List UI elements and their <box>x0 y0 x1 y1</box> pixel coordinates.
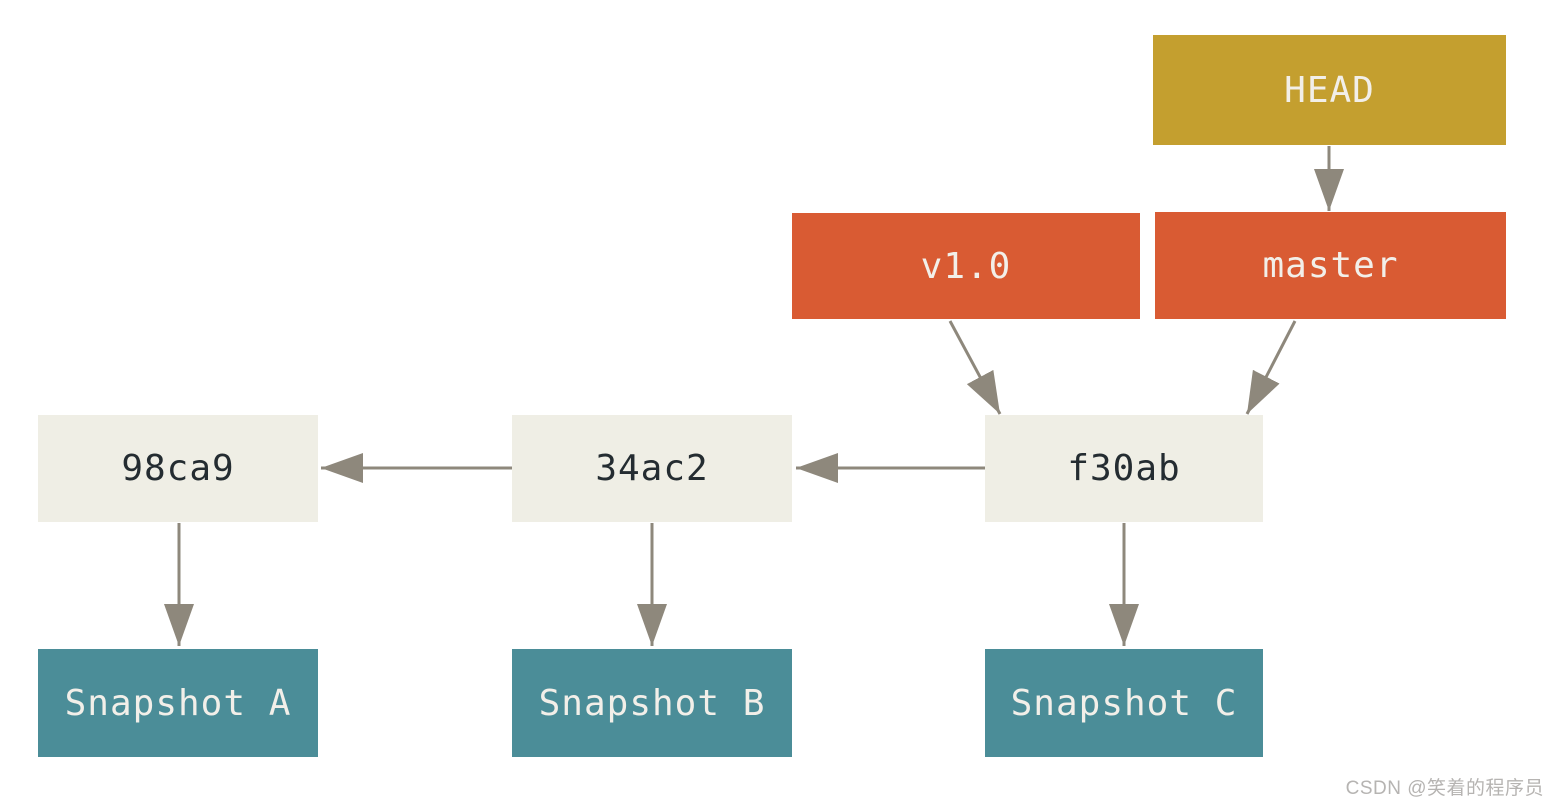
snapshot-a-label: Snapshot A <box>64 682 292 724</box>
commit-34ac2-node: 34ac2 <box>512 415 792 522</box>
commit-34ac2-label: 34ac2 <box>595 448 709 489</box>
arrow-v1-to-f30ab <box>948 320 1002 415</box>
csdn-watermark: CSDN @笑着的程序员 <box>1345 778 1544 799</box>
tag-v1-node: v1.0 <box>792 213 1140 319</box>
commit-f30ab-node: f30ab <box>985 415 1263 522</box>
snapshot-c-node: Snapshot C <box>985 649 1263 757</box>
commit-f30ab-label: f30ab <box>1067 448 1181 489</box>
tag-v1-label: v1.0 <box>920 245 1012 287</box>
commit-98ca9-label: 98ca9 <box>121 448 235 489</box>
snapshot-c-label: Snapshot C <box>1010 682 1238 724</box>
commit-98ca9-node: 98ca9 <box>38 415 318 522</box>
branch-master-label: master <box>1262 245 1399 286</box>
snapshot-b-label: Snapshot B <box>538 682 766 724</box>
snapshot-a-node: Snapshot A <box>38 649 318 757</box>
branch-master-node: master <box>1155 212 1506 319</box>
head-pointer-label: HEAD <box>1284 69 1375 111</box>
head-pointer-node: HEAD <box>1153 35 1506 145</box>
arrow-master-to-f30ab <box>1245 320 1297 415</box>
snapshot-b-node: Snapshot B <box>512 649 792 757</box>
